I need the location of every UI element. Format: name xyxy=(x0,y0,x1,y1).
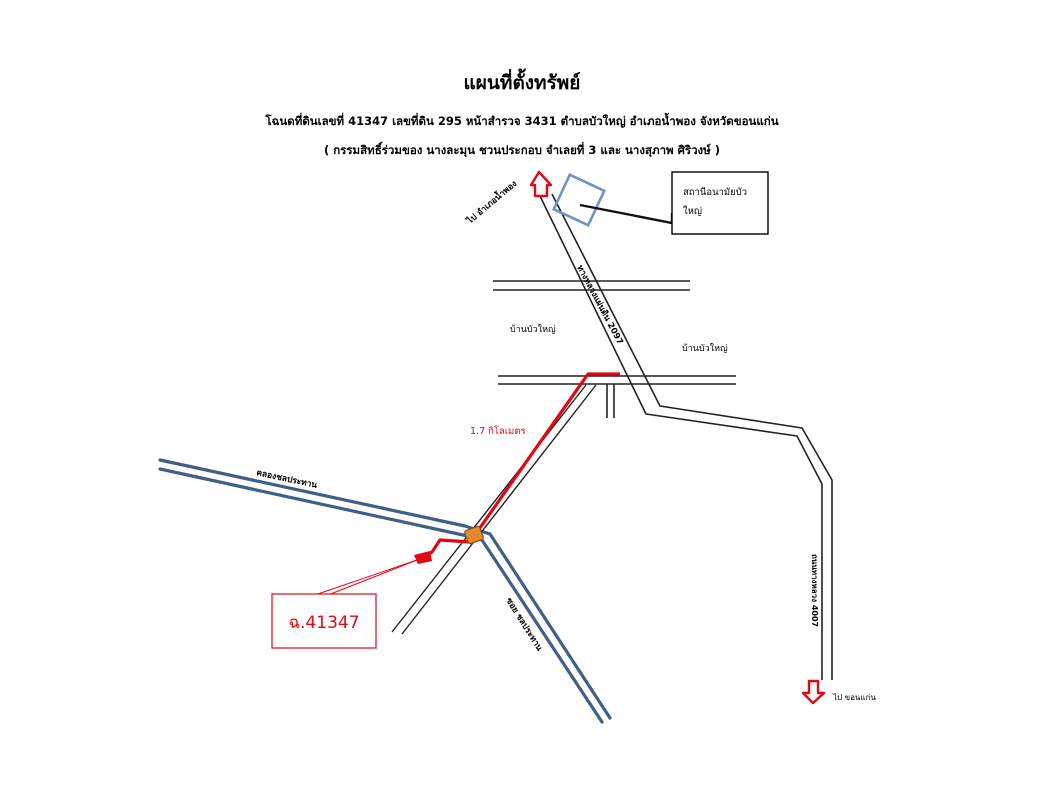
health-station-building xyxy=(552,173,606,227)
cross-street-south xyxy=(498,375,736,418)
main-highway-label: ทางหลวงแผ่นดิน 2097 xyxy=(574,263,625,346)
deed-subtitle: โฉนดที่ดินเลขที่ 41347 เลขที่ดิน 295 หน้… xyxy=(265,114,779,128)
health-station-label-2: ใหญ่ xyxy=(683,205,702,217)
map-title: แผนที่ตั้งทรัพย์ xyxy=(463,72,581,94)
distance-label: 1.7 กิโลเมตร xyxy=(470,425,526,437)
to-khon-kaen-label: ไป ขอนแก่น xyxy=(832,693,876,702)
health-station-label-1: สถานีอนามัยบัว xyxy=(683,186,747,198)
village-right-label: บ้านบัวใหญ่ xyxy=(682,343,728,354)
to-nam-phong-label: ไป อำเภอน้ำพอง xyxy=(463,177,519,227)
village-left-label: บ้านบัวใหญ่ xyxy=(510,324,556,335)
irrigation-canal xyxy=(158,458,612,724)
deed-callout-box xyxy=(271,593,377,649)
property-plot xyxy=(414,551,432,564)
main-highway-road xyxy=(539,193,833,680)
route-line xyxy=(421,372,620,560)
deed-callout-pointer xyxy=(311,559,418,598)
deed-id-label: ฉ.41347 xyxy=(288,613,359,633)
up-arrow-icon xyxy=(529,170,553,198)
road-4007-label: ถนนทางหลวง 4007 xyxy=(810,554,819,627)
health-station-box xyxy=(671,171,769,235)
down-arrow-icon xyxy=(801,679,826,705)
cross-street-north xyxy=(493,280,690,291)
bridge-marker xyxy=(464,525,484,545)
access-road xyxy=(391,384,597,635)
owners-note: ( กรรมสิทธิ์ร่วมของ นางละมุน ชวนประกอบ จ… xyxy=(323,143,721,157)
